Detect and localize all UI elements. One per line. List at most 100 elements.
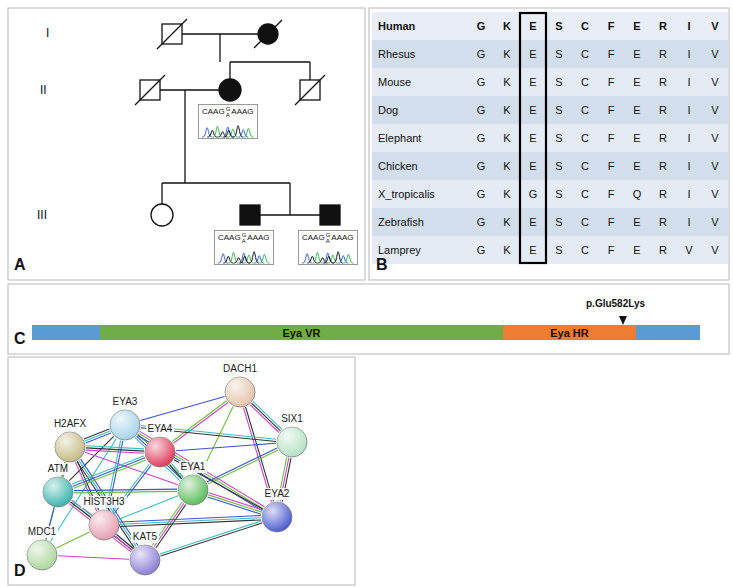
table-cell: F	[598, 236, 624, 264]
affected-female-symbol	[219, 79, 241, 101]
generation-label: III	[37, 208, 47, 222]
trace-peak	[324, 256, 334, 263]
protein-label: KAT5	[131, 531, 159, 543]
protein-label: SIX1	[279, 413, 305, 425]
table-cell: G	[468, 96, 494, 124]
table-cell: K	[494, 96, 520, 124]
interaction-edge	[160, 521, 262, 556]
table-cell: V	[702, 180, 728, 208]
generation-label: I	[46, 26, 49, 40]
descent-line	[219, 34, 220, 62]
protein-circle-fill	[262, 502, 292, 532]
table-cell: S	[546, 68, 572, 96]
table-cell: G	[520, 180, 546, 208]
protein-circle-shine	[178, 475, 208, 505]
interaction-line	[156, 504, 186, 548]
table-cell: Q	[624, 180, 650, 208]
variant-stack: GA	[242, 232, 247, 244]
interaction-line	[58, 556, 129, 559]
sibship-line	[162, 182, 290, 183]
sequence-text: CAAG	[302, 233, 325, 242]
table-cell: E	[624, 68, 650, 96]
panel-frame	[8, 357, 355, 585]
interaction-line	[138, 435, 263, 510]
interaction-line	[173, 402, 227, 443]
table-cell: C	[572, 68, 598, 96]
descent-line	[229, 62, 230, 79]
interaction-line	[73, 458, 145, 486]
table-cell: K	[494, 12, 520, 40]
interaction-line	[252, 403, 281, 431]
table-cell: E	[624, 124, 650, 152]
table-row	[372, 236, 728, 264]
interaction-edge	[176, 443, 276, 451]
interaction-line	[74, 491, 177, 493]
interaction-edge	[56, 532, 89, 548]
protein-node: MDC1	[26, 526, 58, 571]
interaction-line	[135, 438, 180, 481]
protein-label: H2AFX	[52, 418, 88, 430]
interaction-line	[253, 402, 282, 430]
interaction-line	[86, 446, 144, 449]
interaction-edge	[86, 446, 144, 454]
interaction-line	[172, 401, 226, 442]
variant-marker	[619, 316, 627, 325]
table-cell: R	[650, 152, 676, 180]
interaction-line	[161, 523, 263, 556]
protein-node: EYA3	[109, 396, 141, 441]
protein-label: ATM	[46, 463, 70, 475]
table-cell: S	[546, 236, 572, 264]
table-cell: S	[546, 12, 572, 40]
table-cell: E	[520, 152, 546, 180]
protein-circle	[129, 544, 161, 576]
allele-text: A	[326, 238, 331, 244]
table-cell: Human	[378, 12, 466, 40]
table-cell: K	[494, 124, 520, 152]
alignment-table	[372, 12, 728, 264]
table-cell: G	[468, 40, 494, 68]
highlight-column	[520, 13, 546, 263]
table-cell: S	[546, 152, 572, 180]
protein-node: DACH1	[221, 363, 259, 408]
protein-circle-shine	[110, 410, 140, 440]
sequence-text: CAAG	[202, 107, 225, 116]
interaction-line	[86, 433, 111, 443]
interaction-edge	[120, 516, 261, 527]
interaction-edge	[250, 402, 282, 433]
interaction-line	[85, 431, 110, 441]
interaction-line	[84, 429, 109, 439]
table-cell: E	[520, 208, 546, 236]
interaction-line	[72, 456, 144, 484]
table-cell: R	[650, 180, 676, 208]
sequence-line: CAAGGAAAAG	[218, 232, 270, 244]
descent-line	[184, 90, 185, 183]
protein-circle-fill	[110, 410, 140, 440]
table-cell: Chicken	[378, 152, 466, 180]
table-cell: K	[494, 40, 520, 68]
table-cell: I	[676, 208, 702, 236]
interaction-line	[176, 443, 276, 451]
protein-label: EYA4	[146, 423, 175, 435]
table-cell: I	[676, 68, 702, 96]
protein-label: MDC1	[26, 526, 58, 538]
table-cell: E	[520, 40, 546, 68]
sequence-text: CAAG	[218, 233, 241, 242]
interaction-line	[138, 434, 183, 477]
chromatogram-box: CAAGGAAAAG	[198, 104, 258, 139]
sequence-text: AAAG	[231, 107, 253, 116]
protein-circle-fill	[178, 475, 208, 505]
protein-circle-shine	[55, 432, 85, 462]
generation-label: II	[40, 83, 47, 97]
table-cell: Mouse	[378, 68, 466, 96]
allele-text: A	[242, 238, 247, 244]
trace-peak	[249, 252, 259, 263]
table-cell: E	[624, 236, 650, 264]
table-cell: S	[546, 208, 572, 236]
protein-label: EYA1	[179, 461, 208, 473]
table-row	[372, 12, 728, 40]
variant-label: p.Glu582Lys	[586, 298, 645, 309]
protein-circle-shine	[89, 510, 119, 540]
table-cell: K	[494, 236, 520, 264]
table-cell: F	[598, 152, 624, 180]
table-cell: K	[494, 180, 520, 208]
